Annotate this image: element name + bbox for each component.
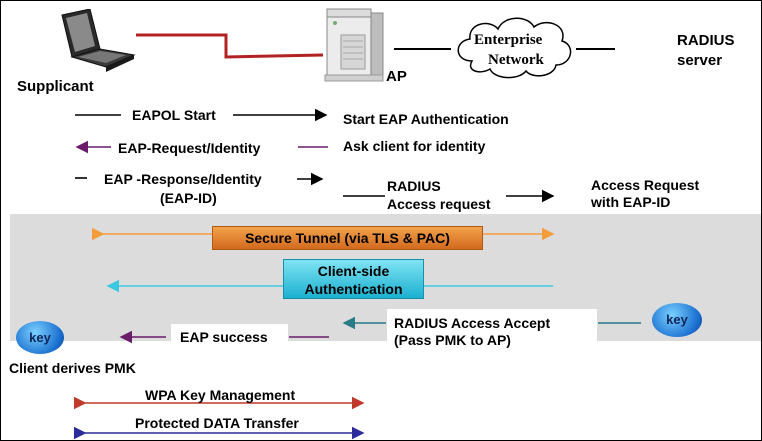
- radius-request-label-2: Access request: [387, 196, 491, 212]
- secure-tunnel-box: Secure Tunnel (via TLS & PAC): [212, 226, 483, 250]
- start-eap-auth-label: Start EAP Authentication: [343, 111, 509, 127]
- eapol-start-label: EAPOL Start: [132, 107, 216, 123]
- cloud-icon: [457, 17, 572, 79]
- key-icon-right: key: [652, 303, 702, 337]
- server-label: server: [677, 52, 723, 69]
- client-side-auth-box: Client-side Authentication: [283, 259, 424, 299]
- ask-client-identity-label: Ask client for identity: [343, 138, 486, 154]
- client-side-label: Client-side: [317, 263, 390, 279]
- enterprise-label: Enterprise: [474, 32, 543, 48]
- access-request-label-2: with EAP-ID: [591, 194, 671, 210]
- eap-success-box: [171, 324, 288, 349]
- eap-request-identity-label: EAP-Request/Identity: [118, 140, 261, 156]
- client-derives-pmk-label: Client derives PMK: [9, 360, 136, 376]
- network-label: Network: [488, 52, 544, 68]
- supplicant-label: Supplicant: [17, 78, 94, 95]
- radius-request-label-1: RADIUS: [387, 178, 441, 194]
- eap-success-label: EAP success: [180, 329, 268, 345]
- key-icon-left: key: [16, 321, 64, 354]
- radius-label: RADIUS: [677, 32, 735, 49]
- radius-accept-label-2: (Pass PMK to AP): [394, 332, 511, 348]
- wireless-link: [136, 33, 324, 59]
- radius-accept-box: [387, 309, 597, 351]
- protected-data-label: Protected DATA Transfer: [135, 415, 299, 431]
- access-point-icon: [324, 8, 384, 82]
- ap-label: AP: [386, 68, 407, 85]
- eap-id-label: (EAP-ID): [160, 190, 217, 206]
- wpa-key-mgmt-label: WPA Key Management: [145, 387, 296, 403]
- eap-response-label: EAP -Response/Identity: [104, 171, 262, 187]
- authentication-label: Authentication: [304, 281, 403, 297]
- laptop-icon: [61, 9, 136, 72]
- access-request-label-1: Access Request: [591, 177, 700, 193]
- radius-accept-label-1: RADIUS Access Accept: [394, 315, 551, 331]
